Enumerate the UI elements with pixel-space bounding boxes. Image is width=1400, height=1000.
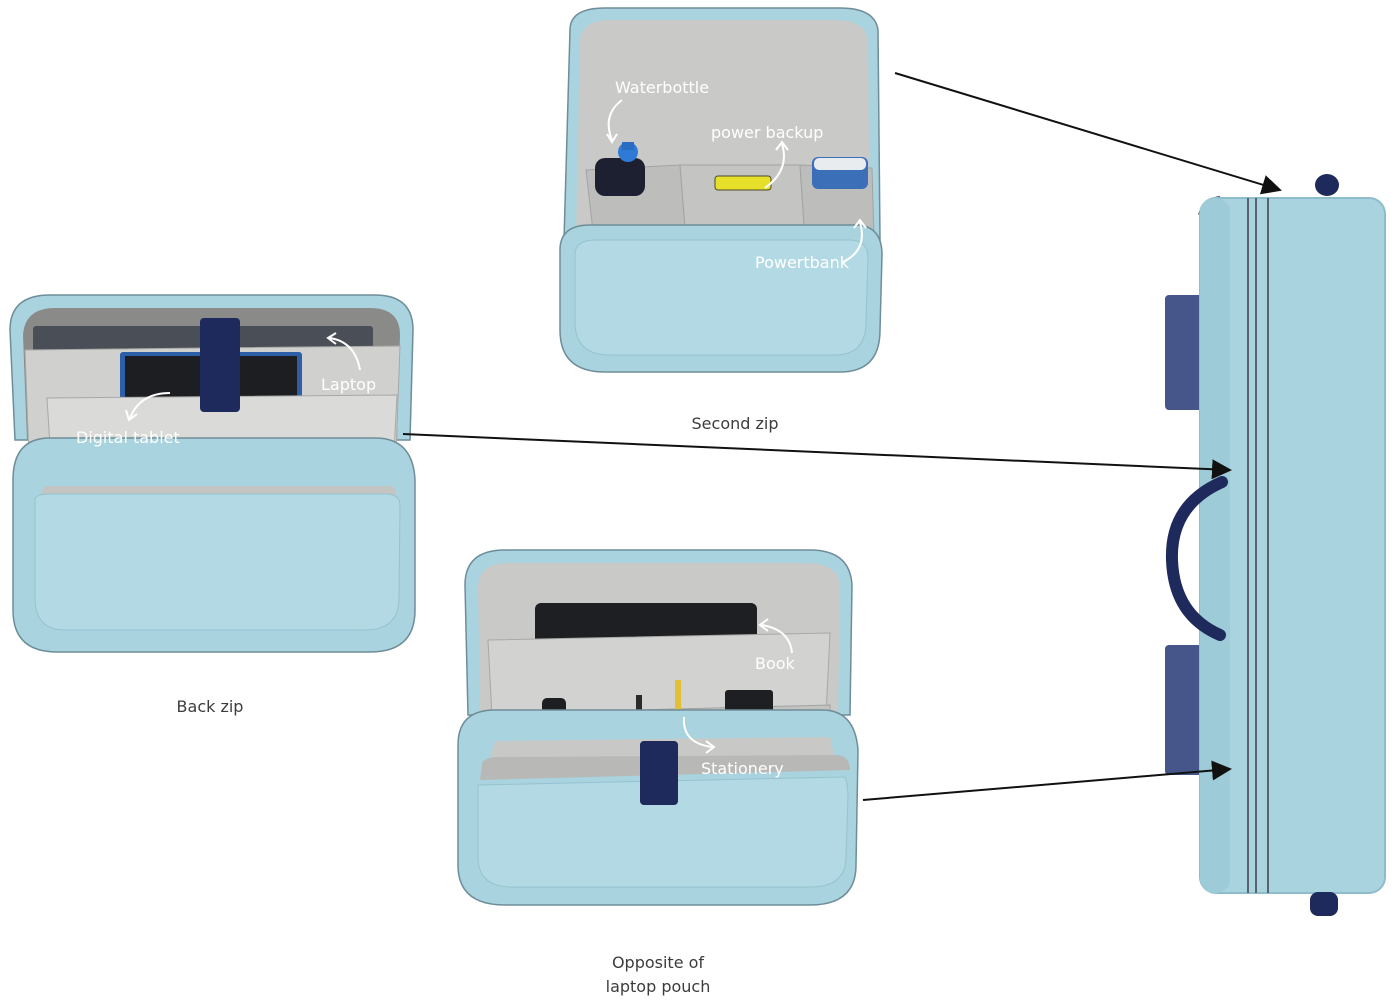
laptop-pointer xyxy=(329,337,361,371)
marker-icon xyxy=(636,695,642,715)
book-pointer xyxy=(761,624,793,654)
base-inner xyxy=(574,239,869,356)
back-zip-view xyxy=(9,294,416,653)
caption-line-2: laptop pouch xyxy=(605,977,711,996)
second-zip-view xyxy=(559,7,883,373)
label-book: Book xyxy=(755,654,795,673)
base-inner xyxy=(477,776,849,888)
side-body-shade xyxy=(1200,198,1230,893)
powerbank-pointer xyxy=(842,221,863,263)
label-power-backup: power backup xyxy=(711,123,824,142)
power-backup-pointer xyxy=(764,143,785,189)
arrow-back-zip xyxy=(402,433,1232,480)
stationery-pointer xyxy=(682,716,713,748)
pen-icon xyxy=(675,680,681,715)
caption-opposite-pouch: Opposite of laptop pouch xyxy=(588,951,728,999)
carry-handle xyxy=(1165,476,1228,641)
strap xyxy=(640,741,678,805)
caption-second-zip: Second zip xyxy=(691,414,779,433)
side-strap-upper xyxy=(1165,295,1210,410)
base-inner xyxy=(34,493,401,631)
top-knob xyxy=(1315,174,1339,196)
label-digital-tablet: Digital tablet xyxy=(76,428,180,447)
waterbottle-icon xyxy=(595,142,645,196)
side-view xyxy=(1165,174,1386,916)
bottom-knob xyxy=(1310,892,1338,916)
strap xyxy=(200,318,240,412)
arrow-second-zip xyxy=(894,72,1282,195)
waterbottle-pointer xyxy=(607,99,623,141)
caption-line-1: Opposite of xyxy=(611,953,705,972)
powerbank-icon xyxy=(812,157,868,189)
caption-back-zip: Back zip xyxy=(176,697,244,716)
opposite-pouch-view xyxy=(457,549,859,906)
side-strap-lower xyxy=(1165,645,1210,775)
digital-tablet-pointer xyxy=(129,392,171,419)
label-laptop: Laptop xyxy=(321,375,377,394)
arrow-opposite-pouch xyxy=(862,760,1232,801)
label-waterbottle: Waterbottle xyxy=(615,78,710,97)
base-tray xyxy=(41,486,397,495)
label-stationery: Stationery xyxy=(701,759,784,778)
label-powerbank: Powertbank xyxy=(755,253,850,272)
